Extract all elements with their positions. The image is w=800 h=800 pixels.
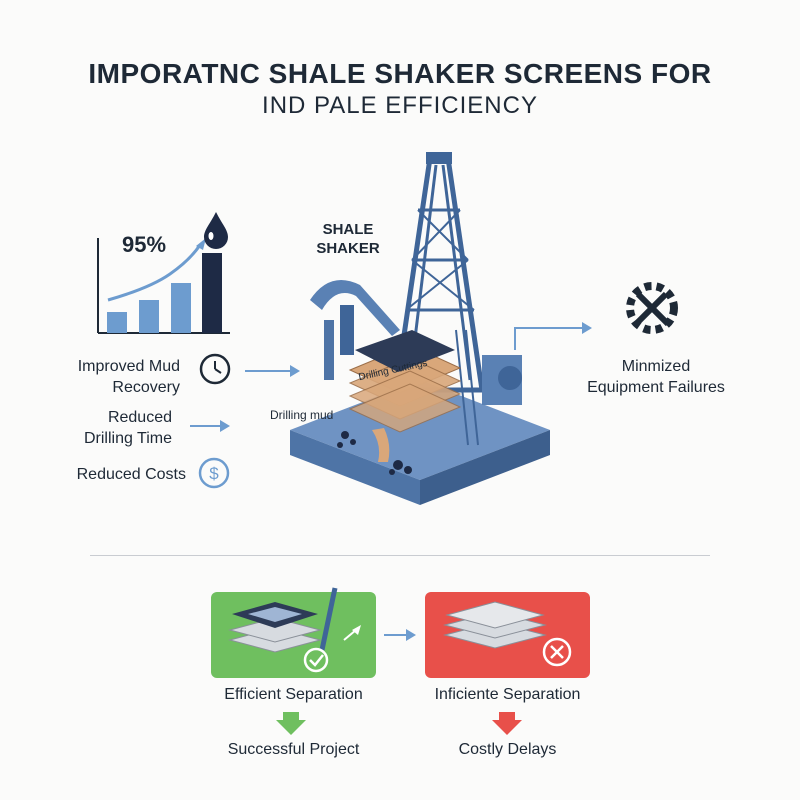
arrow-between-cards — [384, 629, 416, 641]
benefit-mud-recovery-line1: Improved Mud — [77, 358, 180, 375]
percent-stat: 95% — [122, 232, 167, 257]
growth-chart-icon — [97, 238, 230, 334]
benefit-drilling-time-line1: Reduced — [107, 409, 172, 426]
clock-icon — [199, 353, 231, 385]
benefit-reduced-costs-line1: Reduced Costs — [76, 466, 186, 483]
green-down-arrow — [276, 712, 306, 735]
arrow-to-rig-1 — [245, 365, 300, 377]
page-title-line2: IND PALE EFFICIENCY — [262, 92, 538, 119]
benefit-mud-recovery-line2: Recovery — [112, 379, 180, 396]
result-line1: Minmized — [621, 358, 691, 375]
shale-shaker-label-line1: SHALE — [322, 221, 374, 238]
inefficient-separation-caption: Inficiente Separation — [434, 686, 581, 703]
arrow-to-result — [514, 322, 592, 350]
benefit-drilling-time: Reduced Drilling Time — [60, 407, 172, 449]
svg-text:$: $ — [209, 464, 219, 483]
benefit-mud-recovery: Improved Mud Recovery — [70, 356, 180, 398]
costly-delays-label: Costly Delays — [458, 741, 557, 758]
x-circle-icon — [542, 637, 572, 667]
drilling-rig-illustration — [290, 152, 550, 505]
benefit-drilling-time-line2: Drilling Time — [83, 430, 172, 447]
shale-shaker-label-line2: SHAKER — [316, 240, 380, 257]
red-down-arrow — [492, 712, 522, 735]
oil-drop-icon — [204, 212, 228, 249]
page-title-line1: IMPORATNC SHALE SHAKER SCREENS FOR — [88, 58, 712, 89]
section-divider — [90, 555, 710, 556]
benefit-reduced-costs: Reduced Costs — [66, 464, 186, 485]
inefficient-separation-card — [425, 592, 590, 678]
arrow-right-icon — [190, 420, 230, 432]
dollar-icon: $ — [198, 457, 230, 489]
drilling-mud-label: Drilling mud — [270, 408, 334, 422]
efficient-separation-caption: Efficient Separation — [224, 686, 363, 703]
result-line2: Equipment Failures — [587, 379, 725, 396]
wrench-gear-icon — [626, 282, 678, 334]
successful-project-label: Successful Project — [227, 741, 360, 758]
check-icon — [303, 647, 329, 673]
result-equipment-failures: Minmized Equipment Failures — [576, 356, 736, 398]
shale-shaker-label: SHALE SHAKER — [308, 220, 388, 258]
efficient-separation-card — [211, 587, 376, 678]
